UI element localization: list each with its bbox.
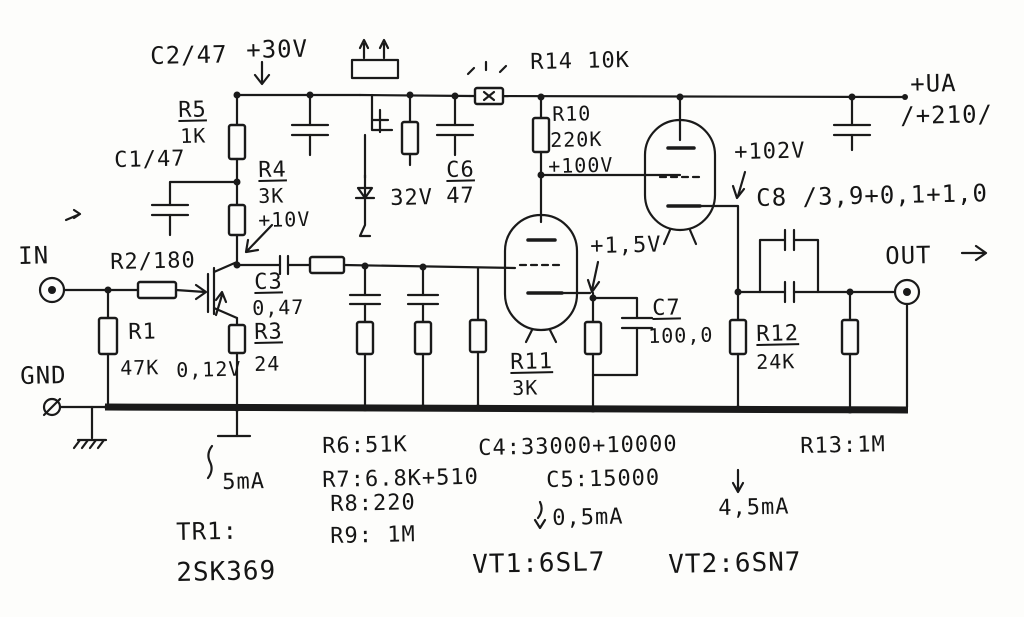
c1-wire	[168, 180, 239, 207]
label-r11-value: 3K	[511, 375, 539, 400]
grid-wire	[342, 263, 517, 270]
label-10v: +10V	[257, 206, 311, 232]
label-in: IN	[17, 241, 50, 270]
r4-resistor	[227, 203, 247, 237]
output-jack	[893, 278, 921, 409]
r12-resistor	[728, 318, 748, 356]
r1-resistor	[97, 316, 119, 356]
r2-to-gate	[174, 288, 207, 294]
label-r4-name: R4	[257, 157, 287, 183]
label-tr1: TR1:	[175, 516, 239, 546]
vt1-tube	[503, 213, 592, 344]
label-012v: 0,12V	[175, 356, 242, 382]
label-r1-value: 47K	[119, 355, 160, 380]
label-r9: R9: 1M	[329, 522, 416, 549]
label-c7-name: C7	[651, 295, 681, 321]
label-r6: R6:51K	[321, 432, 408, 459]
annotation-arrows	[64, 60, 988, 530]
label-c8: C8 /3,9+0,1+1,0	[755, 179, 989, 212]
label-current-4-5ma: 4,5mA	[717, 494, 790, 521]
label-30v: +30V	[245, 34, 309, 64]
gnd-symbol	[42, 397, 108, 450]
label-r13: R13:1M	[799, 432, 886, 459]
label-r12-value: 24K	[755, 349, 796, 374]
input-jack	[38, 276, 142, 304]
label-r10-name: R10	[551, 101, 592, 126]
label-1-5v: +1,5V	[589, 232, 662, 259]
label-c2: C2/47	[149, 40, 228, 70]
regulator-stage	[350, 38, 400, 238]
label-current-0-5ma: 0,5mA	[551, 504, 624, 531]
supply-rail-ua	[468, 94, 907, 99]
riaa-network	[348, 264, 488, 409]
label-tr1-type: 2SK369	[175, 555, 277, 588]
label-210v: /+210/	[899, 100, 994, 130]
tr1-jfet	[206, 260, 239, 320]
label-c6-name: C6	[445, 157, 475, 183]
r5-resistor	[227, 123, 247, 161]
label-c1: C1/47	[113, 146, 186, 173]
label-c6-value: 47	[445, 183, 475, 209]
label-r3-name: R3	[253, 319, 283, 345]
gate-arrow	[194, 283, 208, 301]
r11-resistor	[583, 320, 603, 356]
label-r4-value: 3K	[257, 183, 285, 208]
vt2-tube	[643, 95, 740, 322]
label-out: OUT	[884, 241, 932, 270]
label-r2: R2/180	[109, 248, 196, 275]
ground-bus	[104, 403, 909, 414]
junction-dots	[104, 91, 856, 414]
label-current-5ma: 5mA	[221, 469, 266, 495]
label-r7: R7:6.8K+510	[321, 464, 480, 493]
label-c7-value: 100,0	[647, 322, 714, 348]
label-c3-name: C3	[253, 269, 283, 295]
r3-resistor	[227, 323, 247, 355]
label-gnd: GND	[19, 361, 67, 390]
r10-resistor	[531, 116, 551, 154]
label-r11-name: R11	[509, 349, 554, 375]
label-ua: +UA	[909, 69, 957, 98]
label-c3-value: 0,47	[251, 294, 305, 320]
grid-stopper-resistor	[308, 255, 346, 275]
label-r8: R8:220	[329, 490, 416, 517]
r13-resistor	[840, 318, 860, 356]
r2-resistor	[136, 280, 178, 300]
label-vt2: VT2:6SN7	[667, 547, 802, 580]
c8-output-caps	[736, 228, 897, 304]
reg-resistor	[400, 120, 420, 156]
label-vt1: VT1:6SL7	[471, 547, 606, 580]
label-r14: R14 10K	[529, 47, 631, 75]
label-r12-name: R12	[755, 321, 800, 347]
label-r3-value: 24	[253, 351, 281, 376]
label-zener-32v: 32V	[389, 185, 434, 211]
label-r10-value: 220K	[549, 126, 603, 152]
label-c4: C4:33000+10000	[477, 431, 678, 461]
label-r5-name: R5	[177, 97, 207, 123]
c7-wire	[591, 296, 639, 320]
label-102v: +102V	[733, 138, 806, 165]
label-r5-value: 1K	[179, 123, 207, 148]
label-r1-name: R1	[127, 319, 157, 345]
label-100v: +100V	[547, 152, 614, 178]
label-c5: C5:15000	[545, 465, 661, 493]
